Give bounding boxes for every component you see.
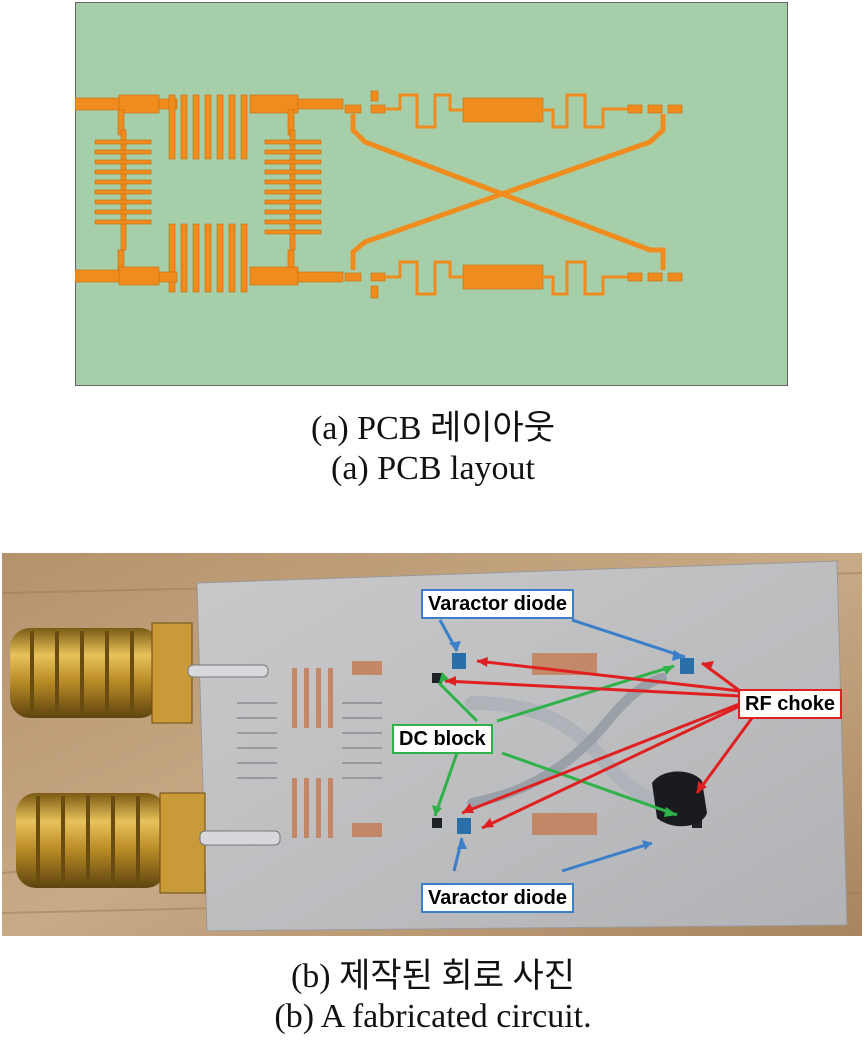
figure-a-caption-korean: (a) PCB 레이아웃: [310, 410, 556, 447]
varactor-diode-label-bottom: Varactor diode: [421, 883, 574, 913]
figure-b-caption-english: (b) A fabricated circuit.: [274, 998, 592, 1035]
varactor-diode-label-top: Varactor diode: [421, 589, 574, 619]
rf-choke-label: RF choke: [738, 689, 843, 719]
figure-b-caption-korean: (b) 제작된 회로 사진: [290, 958, 576, 995]
sma-connector-top: [10, 622, 269, 724]
sma-connector-bottom: [16, 792, 281, 894]
dc-block-label: DC block: [392, 724, 493, 754]
figure-a-caption-english: (a) PCB layout: [331, 450, 535, 487]
pcb-layout-figure: [75, 2, 788, 386]
